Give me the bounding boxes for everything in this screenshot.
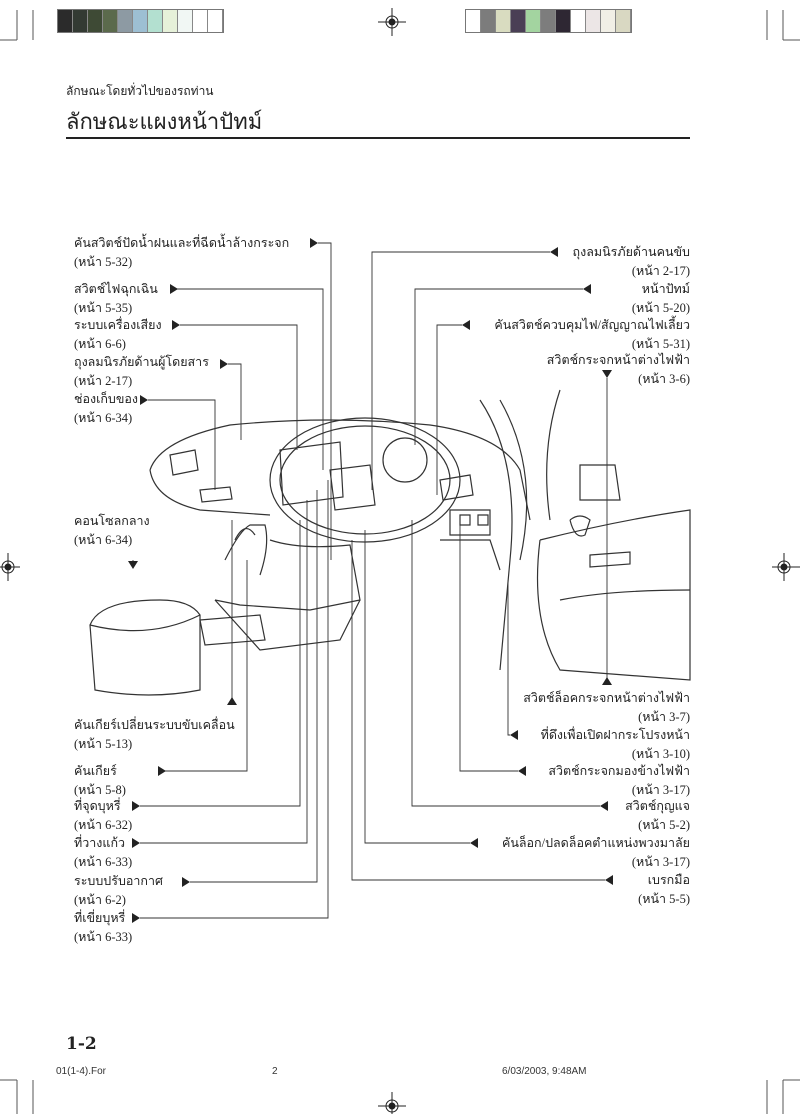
callout-glove-box: ช่องเก็บของ(หน้า 6-34) (74, 392, 139, 425)
callout-ignition-switch: สวิตช์กุญแจ(หน้า 5-2) (625, 799, 690, 832)
callout-instrument-cluster: หน้าปัทม์(หน้า 5-20) (631, 282, 690, 315)
color-swatch (466, 10, 481, 32)
callout-center-console: คอนโซลกลาง(หน้า 6-34) (74, 514, 150, 547)
footer-timestamp: 6/03/2003, 9:48AM (502, 1066, 587, 1077)
callout-transfer-lever: คันเกียร์เปลี่ยนระบบขับเคลื่อน(หน้า 5-13… (74, 718, 235, 751)
callout-light-turn-signal-lever: คันสวิตช์ควบคุมไฟ/สัญญาณไฟเลี้ยว(หน้า 5-… (494, 318, 690, 351)
color-swatch (163, 10, 178, 32)
color-swatch (208, 10, 223, 32)
color-swatch (526, 10, 541, 32)
color-swatch (103, 10, 118, 32)
callout-wiper-switch: คันสวิตช์ปัดน้ำฝนและที่ฉีดน้ำล้างกระจก(ห… (74, 236, 290, 269)
color-swatch (178, 10, 193, 32)
footer-sheet: 2 (272, 1066, 278, 1077)
callout-cup-holder: ที่วางแก้ว(หน้า 6-33) (74, 836, 133, 869)
color-swatch (571, 10, 586, 32)
color-swatch (541, 10, 556, 32)
color-swatch (133, 10, 148, 32)
color-calibration-bar-right (465, 9, 632, 33)
color-swatch (511, 10, 526, 32)
callout-power-window-switch: สวิตช์กระจกหน้าต่างไฟฟ้า(หน้า 3-6) (546, 353, 690, 386)
callout-air-conditioning: ระบบปรับอากาศ(หน้า 6-2) (74, 874, 163, 907)
callout-hood-release: ที่ดึงเพื่อเปิดฝากระโปรงหน้า(หน้า 3-10) (540, 728, 690, 761)
color-swatch (88, 10, 103, 32)
callout-cigarette-lighter: ที่จุดบุหรี่(หน้า 6-32) (74, 799, 133, 832)
callout-gear-lever: คันเกียร์(หน้า 5-8) (74, 764, 126, 797)
color-swatch (73, 10, 88, 32)
color-swatch (148, 10, 163, 32)
color-swatch (586, 10, 601, 32)
registration-mark-icon (0, 8, 800, 1114)
color-swatch (496, 10, 511, 32)
color-swatch (556, 10, 571, 32)
color-calibration-bar-left (57, 9, 224, 33)
title-divider (66, 137, 690, 139)
page-number: 1-2 (66, 1034, 97, 1054)
callout-ashtray: ที่เขี่ยบุหรี่(หน้า 6-33) (74, 911, 133, 944)
callout-audio-system: ระบบเครื่องเสียง(หน้า 6-6) (74, 318, 162, 351)
callout-power-mirror-switch: สวิตช์กระจกมองข้างไฟฟ้า(หน้า 3-17) (548, 764, 690, 797)
crop-marks (0, 10, 800, 1114)
color-swatch (118, 10, 133, 32)
callout-steering-tilt-lock: คันล็อก/ปลดล็อคตำแหน่งพวงมาลัย(หน้า 3-17… (501, 836, 690, 869)
color-swatch (616, 10, 631, 32)
color-swatch (193, 10, 208, 32)
callout-hazard-switch: สวิตช์ไฟฉุกเฉิน(หน้า 5-35) (74, 282, 158, 315)
callout-power-window-lock: สวิตช์ล็อคกระจกหน้าต่างไฟฟ้า(หน้า 3-7) (523, 691, 690, 724)
callout-passenger-airbag: ถุงลมนิรภัยด้านผู้โดยสาร(หน้า 2-17) (74, 355, 209, 388)
callout-parking-brake: เบรกมือ(หน้า 5-5) (638, 873, 690, 906)
footer-file: 01(1-4).For (56, 1066, 107, 1077)
page-title: ลักษณะแผงหน้าปัทม์ (66, 110, 263, 135)
dashboard-drawing (89, 389, 691, 696)
color-swatch (58, 10, 73, 32)
leader-lines (132, 242, 608, 919)
breadcrumb: ลักษณะโดยทั่วไปของรถท่าน (66, 84, 214, 98)
arrowheads (128, 238, 613, 923)
color-swatch (601, 10, 616, 32)
callout-driver-airbag: ถุงลมนิรภัยด้านคนขับ(หน้า 2-17) (572, 245, 690, 278)
color-swatch (481, 10, 496, 32)
